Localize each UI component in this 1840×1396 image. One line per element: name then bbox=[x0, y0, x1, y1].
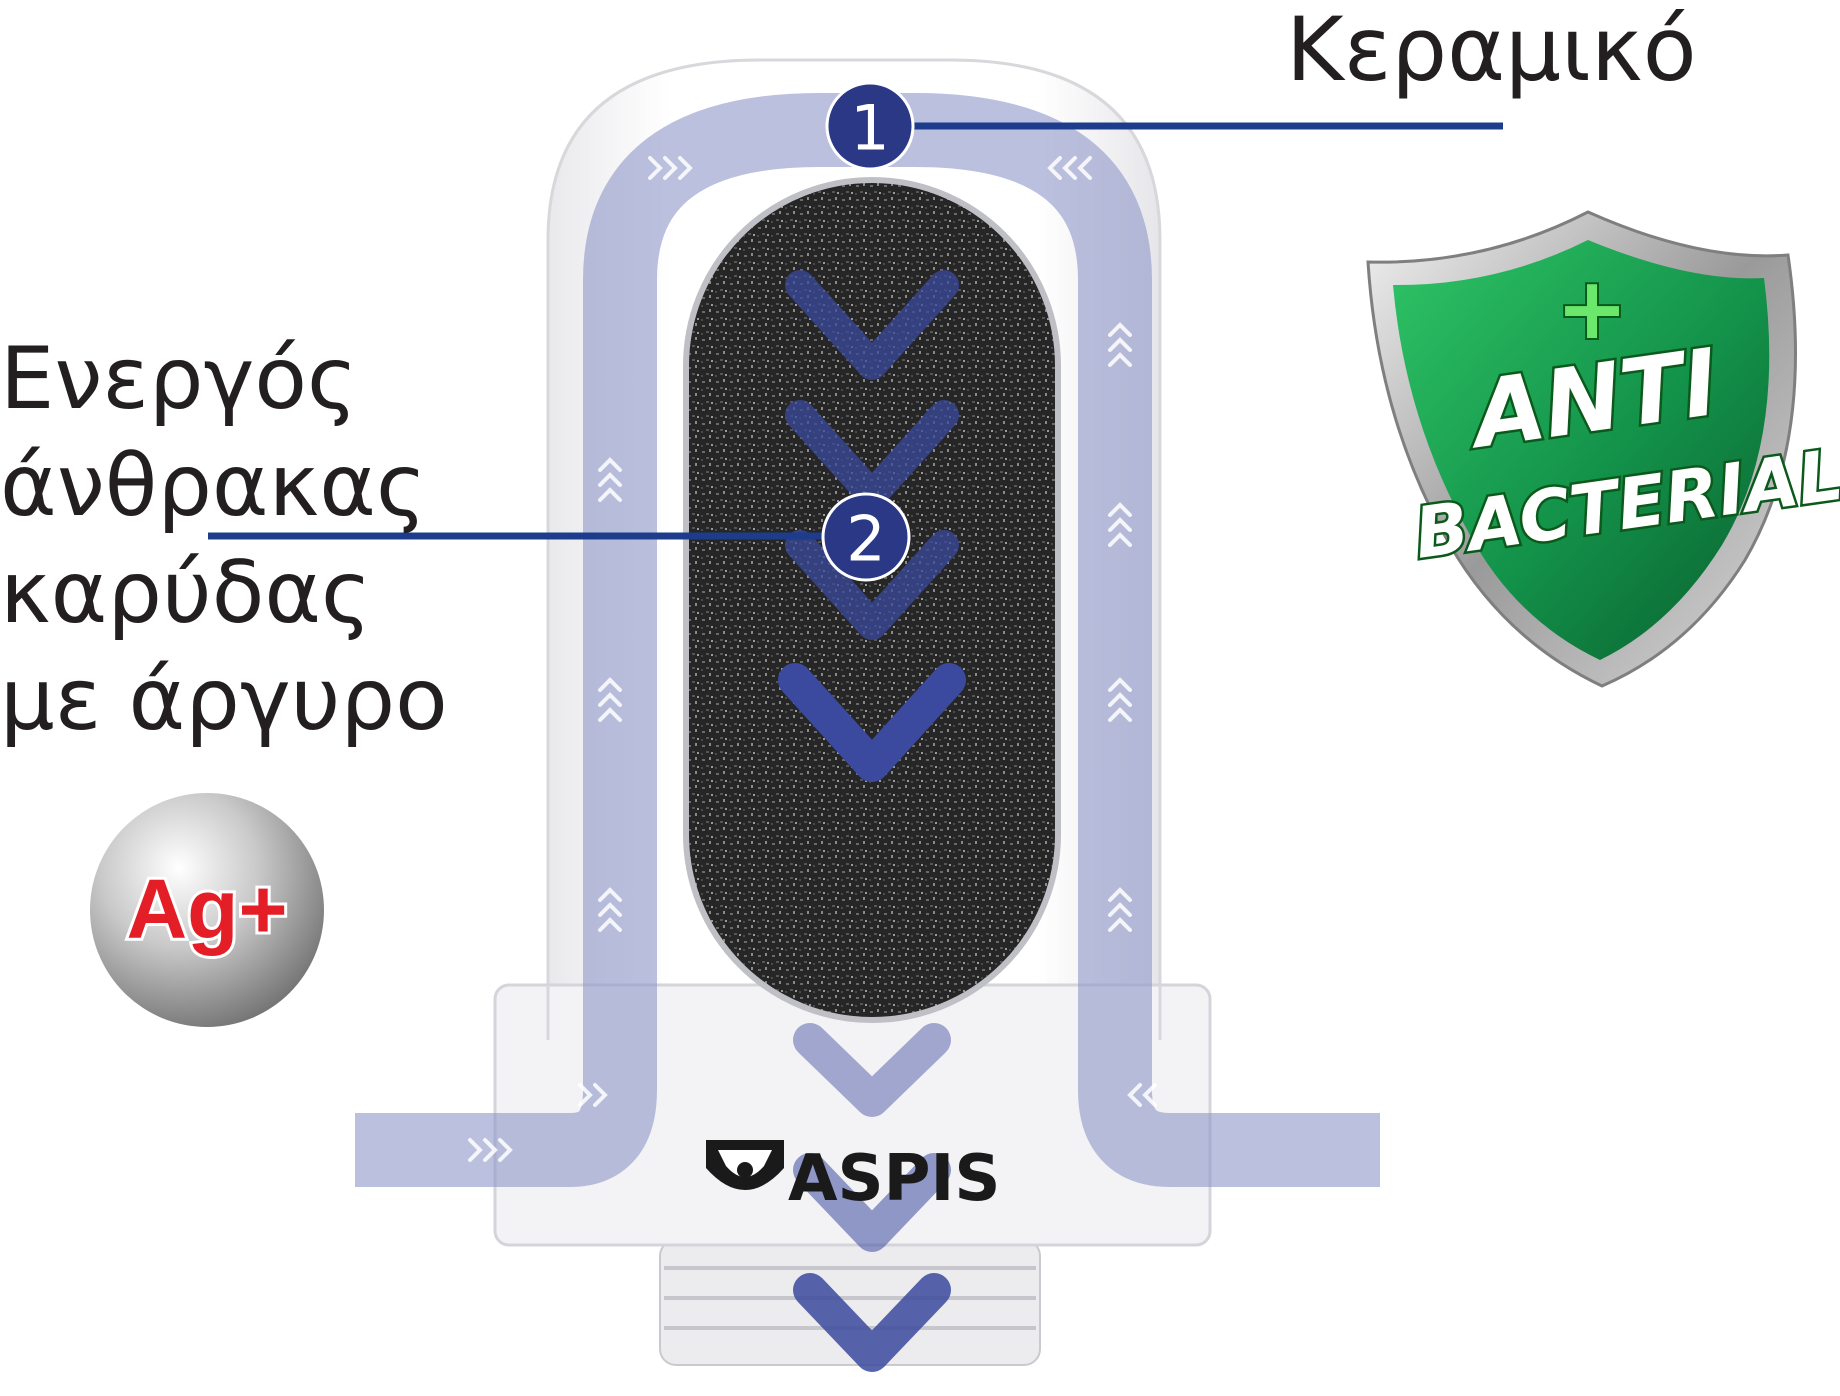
label-activated-carbon: Ενεργός άνθρακας καρύδας με άργυρο bbox=[0, 326, 448, 754]
flow-direction-arrows bbox=[468, 156, 1157, 1162]
silver-ball-icon: Ag+ bbox=[90, 793, 324, 1027]
brand-name: ASPIS bbox=[788, 1142, 1000, 1216]
outflow-chevrons bbox=[793, 1023, 951, 1372]
label-carbon-line-2: άνθρακας bbox=[0, 436, 427, 536]
brand-logo-icon: ASPIS bbox=[706, 1140, 1000, 1216]
water-flow-path bbox=[355, 93, 1380, 1187]
shield-plus-sign: + bbox=[1556, 259, 1628, 359]
carbon-granules-window bbox=[683, 177, 1061, 1023]
marker-1-number: 1 bbox=[850, 92, 889, 165]
silver-ion-label: Ag+ bbox=[126, 862, 287, 956]
label-carbon-line-1: Ενεργός bbox=[0, 329, 358, 429]
marker-2: 2 bbox=[821, 492, 911, 582]
label-carbon-line-3: καρύδας bbox=[0, 543, 372, 643]
label-ceramic: Κεραμικό bbox=[1286, 0, 1697, 101]
flow-chevron-icon bbox=[778, 270, 966, 782]
marker-2-number: 2 bbox=[846, 503, 885, 576]
shield-icon: + ANTI BACTERIAL bbox=[1366, 210, 1840, 688]
label-carbon-line-4: με άργυρο bbox=[0, 650, 448, 750]
marker-1: 1 bbox=[825, 81, 915, 171]
